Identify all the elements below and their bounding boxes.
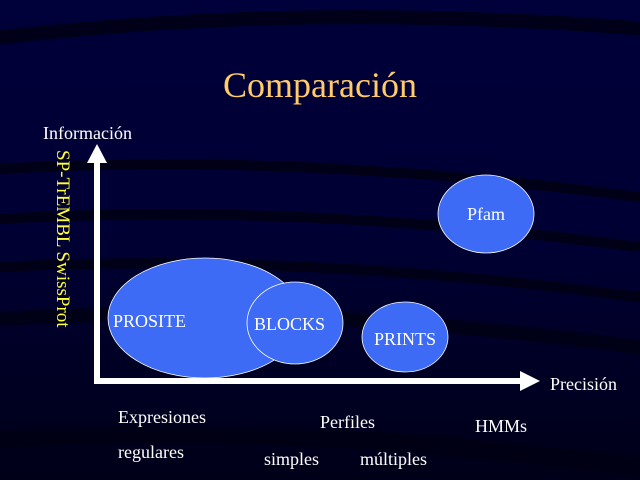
x-axis	[94, 371, 540, 391]
y-axis-label: Información	[43, 123, 132, 143]
category-multiples: múltiples	[360, 449, 427, 469]
category-perfiles: Perfiles	[320, 412, 375, 432]
category-hmms: HMMs	[475, 416, 527, 436]
category-regulares: regulares	[118, 442, 184, 462]
ellipse-prints: PRINTS	[361, 301, 449, 373]
x-axis-label: Precisión	[550, 374, 617, 394]
ellipse-pfam: Pfam	[437, 174, 535, 254]
background-swooshes	[0, 10, 640, 477]
y-side-label: SP-TrEMBL SwissProt	[52, 150, 73, 328]
y-axis-arrowhead	[87, 144, 107, 163]
label-blocks: BLOCKS	[254, 314, 325, 334]
slide-title: Comparación	[223, 65, 417, 105]
label-prints: PRINTS	[374, 329, 436, 349]
label-prosite: PROSITE	[113, 311, 186, 331]
x-axis-arrowhead	[520, 371, 540, 391]
ellipse-blocks: BLOCKS	[246, 281, 344, 365]
y-axis	[87, 144, 107, 384]
category-expresiones: Expresiones	[118, 407, 206, 427]
label-pfam: Pfam	[467, 204, 505, 224]
category-simples: simples	[264, 449, 319, 469]
